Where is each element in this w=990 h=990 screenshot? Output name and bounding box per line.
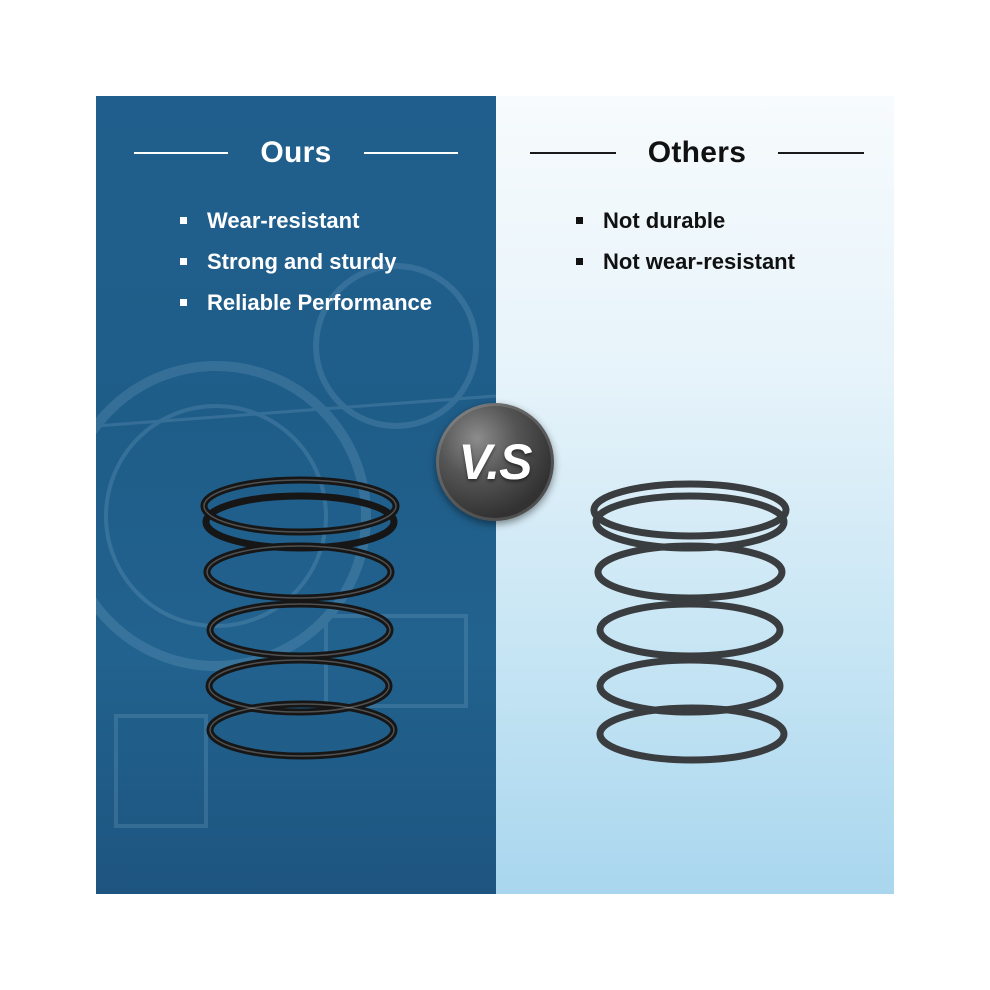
others-feature-item: Not durable xyxy=(576,200,795,241)
bullet-square-icon xyxy=(180,299,187,306)
ours-feature-list: Wear-resistant Strong and sturdy Reliabl… xyxy=(180,200,432,323)
bullet-square-icon xyxy=(180,217,187,224)
bullet-square-icon xyxy=(576,217,583,224)
ours-feature-text: Strong and sturdy xyxy=(207,248,397,274)
ours-heading-rule-left xyxy=(134,152,229,154)
ours-title: Ours xyxy=(260,136,332,169)
ours-feature-text: Wear-resistant xyxy=(207,207,360,233)
bullet-square-icon xyxy=(576,258,583,265)
ours-feature-item: Reliable Performance xyxy=(180,282,432,323)
ours-heading-rule-right xyxy=(363,152,459,154)
others-spring-image xyxy=(590,480,790,764)
bullet-square-icon xyxy=(180,258,187,265)
others-feature-text: Not wear-resistant xyxy=(603,248,795,274)
others-feature-item: Not wear-resistant xyxy=(576,241,795,282)
others-title: Others xyxy=(647,136,747,169)
others-feature-text: Not durable xyxy=(603,207,726,233)
others-feature-list: Not durable Not wear-resistant xyxy=(576,200,795,282)
others-heading-row: Others xyxy=(530,130,864,176)
ours-feature-item: Strong and sturdy xyxy=(180,241,432,282)
others-heading-rule-left xyxy=(530,152,616,154)
vs-label: V.S xyxy=(458,434,532,490)
ours-feature-item: Wear-resistant xyxy=(180,200,432,241)
ours-heading-row: Ours xyxy=(134,130,459,176)
ours-spring-image xyxy=(200,476,400,760)
vs-badge: V.S xyxy=(436,403,554,521)
machinery-background-texture xyxy=(96,263,496,828)
others-heading-rule-right xyxy=(778,152,864,154)
ours-feature-text: Reliable Performance xyxy=(207,289,432,315)
